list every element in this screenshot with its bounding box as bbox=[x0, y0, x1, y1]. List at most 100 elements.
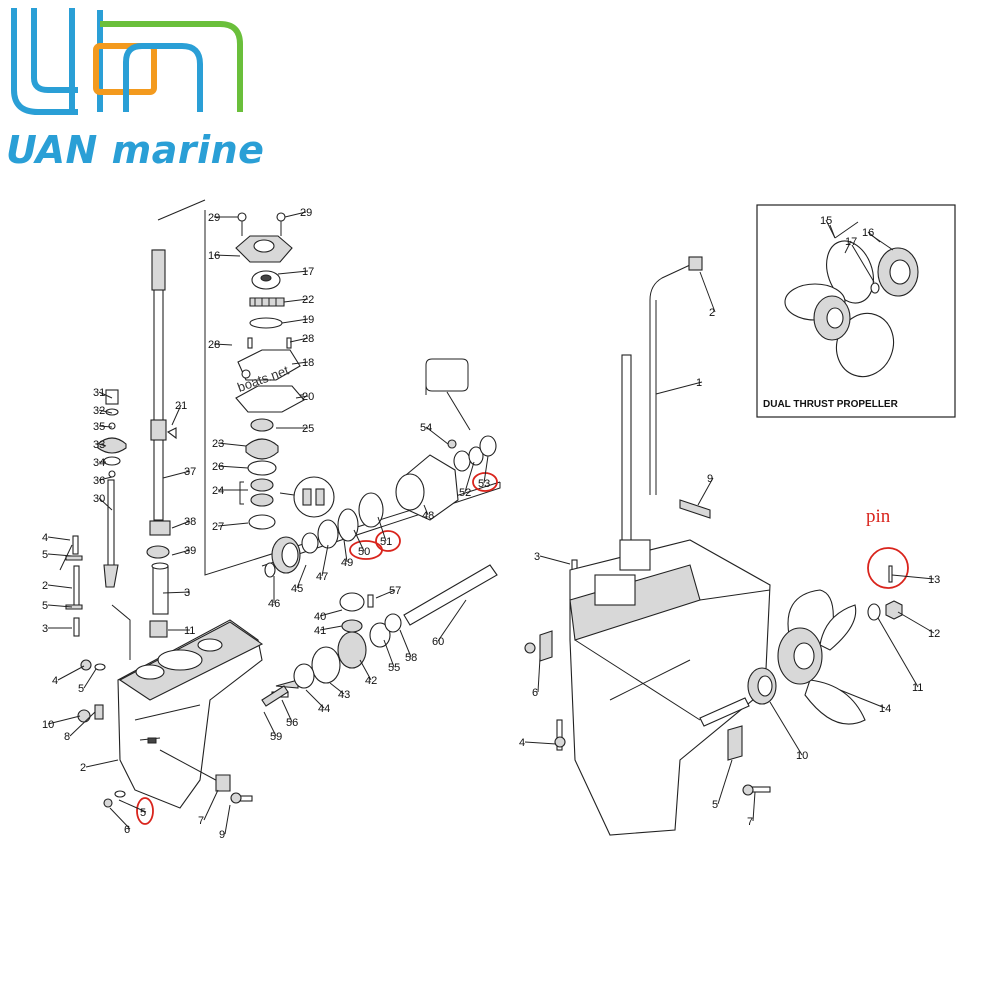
leader-line bbox=[98, 476, 113, 481]
logo-letter-n bbox=[123, 43, 203, 112]
leader-line bbox=[171, 520, 191, 529]
o-ring bbox=[247, 460, 277, 476]
grommet bbox=[688, 256, 703, 271]
callout-57: 57 bbox=[389, 585, 401, 597]
leader-line bbox=[383, 639, 395, 668]
callout-25: 25 bbox=[302, 423, 314, 435]
leader-line bbox=[98, 443, 107, 447]
leader-line bbox=[539, 555, 571, 565]
leader-line bbox=[897, 611, 935, 634]
leader-line bbox=[291, 361, 309, 365]
leader-line bbox=[295, 395, 309, 399]
callout-53: 53 bbox=[478, 478, 490, 490]
leader-line bbox=[321, 544, 329, 577]
leader-line bbox=[277, 270, 309, 275]
callout-23: 23 bbox=[212, 438, 224, 450]
detail-box bbox=[425, 358, 469, 395]
leader-line bbox=[47, 536, 71, 541]
leader-line bbox=[281, 699, 293, 723]
gear-train bbox=[261, 358, 498, 707]
leader-line bbox=[752, 791, 756, 822]
leader-line bbox=[47, 604, 73, 608]
leader-line bbox=[224, 804, 231, 835]
callout-3: 3 bbox=[534, 551, 540, 563]
callout-40: 40 bbox=[314, 611, 326, 623]
callout-51: 51 bbox=[380, 536, 392, 548]
prop-nut bbox=[885, 600, 903, 620]
leader-line bbox=[289, 337, 309, 343]
leader-line bbox=[319, 625, 343, 631]
inset-panel: DUAL THRUST PROPELLER bbox=[756, 204, 956, 418]
callout-45: 45 bbox=[291, 583, 303, 595]
callout-48: 48 bbox=[422, 510, 434, 522]
callout-58: 58 bbox=[405, 652, 417, 664]
callout-32: 32 bbox=[93, 405, 105, 417]
callout-7: 7 bbox=[198, 815, 204, 827]
inset-caption: DUAL THRUST PROPELLER bbox=[763, 399, 899, 410]
callout-9: 9 bbox=[219, 829, 225, 841]
leader-line bbox=[213, 343, 233, 346]
shift-rod bbox=[107, 479, 115, 571]
callout-5: 5 bbox=[42, 549, 48, 561]
brand-name: UAN marine bbox=[6, 128, 265, 172]
callout-31: 31 bbox=[93, 387, 105, 399]
callout-18: 18 bbox=[302, 357, 314, 369]
leader-line bbox=[305, 689, 325, 709]
leader-line bbox=[437, 599, 467, 642]
callout-5: 5 bbox=[712, 799, 718, 811]
highlight-5 bbox=[136, 797, 154, 825]
callout-41: 41 bbox=[314, 625, 326, 637]
propeller-blade-bottom bbox=[804, 679, 866, 725]
leader-line bbox=[217, 442, 247, 447]
pin-label: pin bbox=[866, 506, 891, 527]
leader-line bbox=[281, 318, 309, 324]
callout-16: 16 bbox=[208, 250, 220, 262]
callout-59: 59 bbox=[270, 731, 282, 743]
gasket-ring bbox=[249, 317, 283, 329]
callout-22: 22 bbox=[302, 294, 314, 306]
leader-line bbox=[57, 665, 85, 681]
leader-line bbox=[891, 574, 935, 580]
callout-2: 2 bbox=[709, 307, 715, 319]
leader-line bbox=[296, 564, 307, 589]
leader-line bbox=[171, 549, 191, 556]
outer-plate bbox=[237, 349, 301, 381]
callout-5: 5 bbox=[78, 683, 84, 695]
leader-line bbox=[217, 522, 249, 527]
leader-line bbox=[83, 668, 97, 689]
callout-2: 2 bbox=[42, 580, 48, 592]
leader-line bbox=[844, 240, 852, 254]
callout-27: 27 bbox=[212, 521, 224, 533]
leader-line bbox=[284, 211, 307, 218]
callout-21: 21 bbox=[175, 400, 187, 412]
callout-11: 11 bbox=[184, 625, 195, 637]
callout-8: 8 bbox=[64, 731, 70, 743]
leader-line bbox=[69, 711, 96, 737]
callout-9: 9 bbox=[707, 473, 713, 485]
leader-line bbox=[524, 741, 557, 745]
leader-line bbox=[162, 591, 191, 594]
leader-line bbox=[825, 219, 836, 239]
leader-line bbox=[162, 470, 191, 479]
shift-rod-right bbox=[621, 354, 632, 546]
leader-line bbox=[47, 715, 81, 725]
callout-50: 50 bbox=[358, 546, 370, 558]
detail-bubble bbox=[293, 476, 335, 518]
logo-letter-u bbox=[11, 8, 78, 115]
leader-line bbox=[867, 231, 881, 243]
cotter-pin bbox=[888, 565, 893, 583]
callout-46: 46 bbox=[268, 598, 280, 610]
highlight-pin bbox=[867, 547, 909, 589]
highlight-51 bbox=[375, 530, 401, 552]
callout-5: 5 bbox=[140, 807, 146, 819]
callout-29: 29 bbox=[208, 212, 220, 224]
callout-47: 47 bbox=[316, 571, 328, 583]
callout-29: 29 bbox=[300, 207, 312, 219]
water-pump-stack bbox=[166, 212, 335, 530]
leader-line bbox=[329, 682, 345, 695]
leader-line bbox=[483, 455, 489, 484]
callout-10: 10 bbox=[796, 750, 808, 762]
callout-36: 36 bbox=[93, 475, 105, 487]
